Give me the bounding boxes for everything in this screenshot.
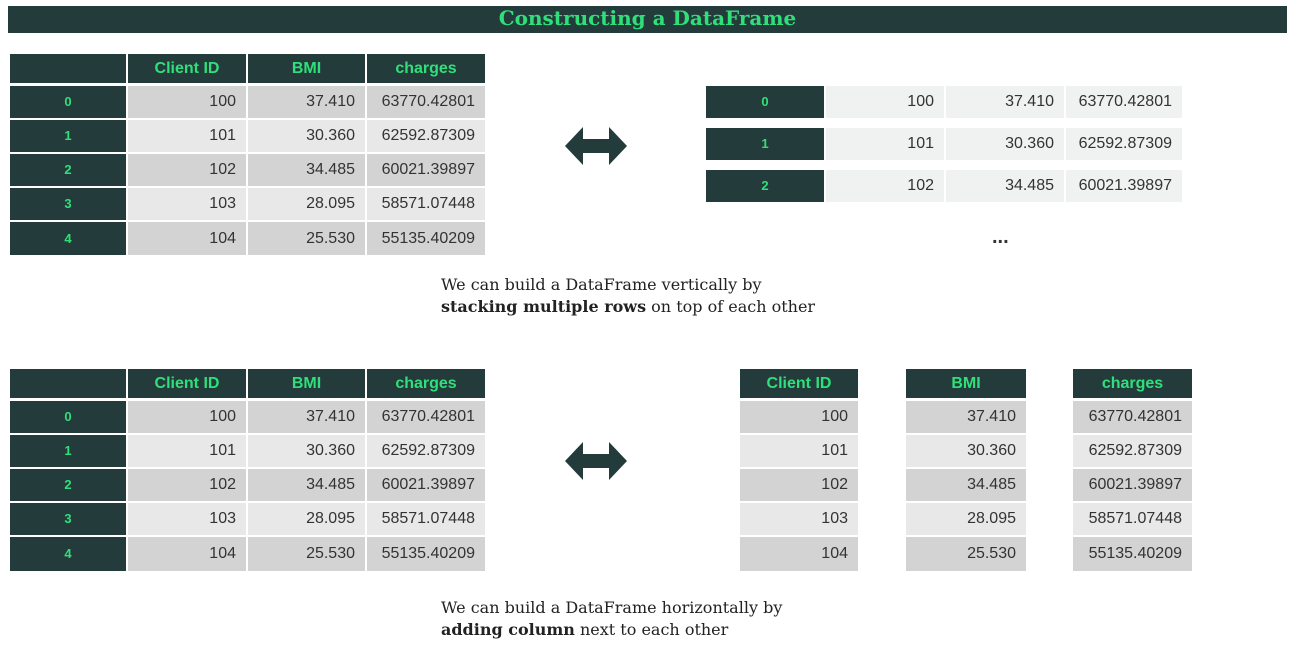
cell-charges: 63770.42801: [1073, 401, 1192, 433]
index-header: [10, 54, 126, 83]
cell-bmi: 28.095: [248, 188, 365, 220]
index-header: [10, 369, 126, 398]
cell-charges: 55135.40209: [367, 537, 485, 571]
cell-client-id: 104: [740, 537, 858, 571]
cell-client-id: 100: [128, 401, 246, 433]
cell-client-id: 101: [740, 435, 858, 467]
cell-bmi: 25.530: [248, 537, 365, 571]
cell-charges: 62592.87309: [1066, 128, 1182, 160]
cell-charges: 55135.40209: [1073, 537, 1192, 571]
cell-bmi: 30.360: [946, 128, 1064, 160]
cell-bmi: 37.410: [248, 401, 365, 433]
cell-client-id: 102: [826, 170, 944, 202]
caption-emphasis: stacking multiple rows: [441, 297, 647, 316]
row-index: 3: [10, 503, 126, 535]
cell-bmi: 37.410: [906, 401, 1026, 433]
cell-charges: 55135.40209: [367, 222, 485, 255]
cell-charges: 58571.07448: [367, 503, 485, 535]
cell-bmi: 37.410: [946, 86, 1064, 118]
cell-charges: 60021.39897: [367, 469, 485, 501]
caption-rest: on top of each other: [646, 297, 816, 316]
double-arrow-icon: [565, 127, 627, 165]
row-index: 3: [10, 188, 126, 220]
cell-client-id: 101: [826, 128, 944, 160]
cell-charges: 60021.39897: [1066, 170, 1182, 202]
cell-bmi: 34.485: [248, 469, 365, 501]
row-index: 0: [10, 86, 126, 118]
cell-bmi: 28.095: [248, 503, 365, 535]
caption-line: adding column next to each other: [441, 619, 782, 641]
double-arrow-icon: [565, 442, 627, 480]
cell-bmi: 34.485: [906, 469, 1026, 501]
row-index: 0: [706, 86, 824, 118]
column-header-charges: charges: [367, 54, 485, 83]
cell-client-id: 102: [740, 469, 858, 501]
cell-bmi: 37.410: [248, 86, 365, 118]
row-index: 1: [10, 435, 126, 467]
cell-bmi: 30.360: [248, 120, 365, 152]
cell-client-id: 101: [128, 435, 246, 467]
caption-emphasis: adding column: [441, 620, 575, 639]
ellipsis: ...: [992, 226, 1009, 248]
cell-bmi: 30.360: [906, 435, 1026, 467]
cell-client-id: 104: [128, 537, 246, 571]
cell-bmi: 25.530: [248, 222, 365, 255]
cell-bmi: 28.095: [906, 503, 1026, 535]
cell-client-id: 100: [826, 86, 944, 118]
cell-charges: 62592.87309: [367, 120, 485, 152]
column-header-bmi: BMI: [248, 54, 365, 83]
cell-charges: 62592.87309: [367, 435, 485, 467]
cell-bmi: 30.360: [248, 435, 365, 467]
page-title: Constructing a DataFrame: [8, 6, 1287, 33]
column-header-client-id: Client ID: [740, 369, 858, 398]
cell-bmi: 34.485: [946, 170, 1064, 202]
cell-client-id: 102: [128, 469, 246, 501]
cell-client-id: 100: [740, 401, 858, 433]
row-index: 1: [706, 128, 824, 160]
row-index: 4: [10, 222, 126, 255]
cell-client-id: 104: [128, 222, 246, 255]
cell-client-id: 103: [740, 503, 858, 535]
caption-line: We can build a DataFrame vertically by: [441, 275, 762, 294]
column-header-charges: charges: [367, 369, 485, 398]
cell-client-id: 103: [128, 503, 246, 535]
caption-vertical: We can build a DataFrame vertically by s…: [441, 274, 815, 318]
column-header-bmi: BMI: [906, 369, 1026, 398]
cell-charges: 63770.42801: [367, 86, 485, 118]
cell-charges: 60021.39897: [367, 154, 485, 186]
column-header-client-id: Client ID: [128, 369, 246, 398]
row-index: 1: [10, 120, 126, 152]
cell-charges: 58571.07448: [1073, 503, 1192, 535]
caption-rest: next to each other: [574, 620, 729, 639]
row-index: 4: [10, 537, 126, 571]
row-index: 2: [10, 469, 126, 501]
cell-client-id: 101: [128, 120, 246, 152]
row-index: 2: [706, 170, 824, 202]
cell-client-id: 103: [128, 188, 246, 220]
cell-bmi: 25.530: [906, 537, 1026, 571]
row-index: 2: [10, 154, 126, 186]
row-index: 0: [10, 401, 126, 433]
cell-charges: 63770.42801: [1066, 86, 1182, 118]
caption-line: stacking multiple rows on top of each ot…: [441, 296, 815, 318]
column-header-bmi: BMI: [248, 369, 365, 398]
cell-charges: 60021.39897: [1073, 469, 1192, 501]
cell-charges: 62592.87309: [1073, 435, 1192, 467]
caption-line: We can build a DataFrame horizontally by: [441, 598, 783, 617]
cell-client-id: 102: [128, 154, 246, 186]
cell-client-id: 100: [128, 86, 246, 118]
cell-charges: 58571.07448: [367, 188, 485, 220]
cell-charges: 63770.42801: [367, 401, 485, 433]
column-header-client-id: Client ID: [128, 54, 246, 83]
column-header-charges: charges: [1073, 369, 1192, 398]
cell-bmi: 34.485: [248, 154, 365, 186]
caption-horizontal: We can build a DataFrame horizontally by…: [441, 597, 782, 641]
